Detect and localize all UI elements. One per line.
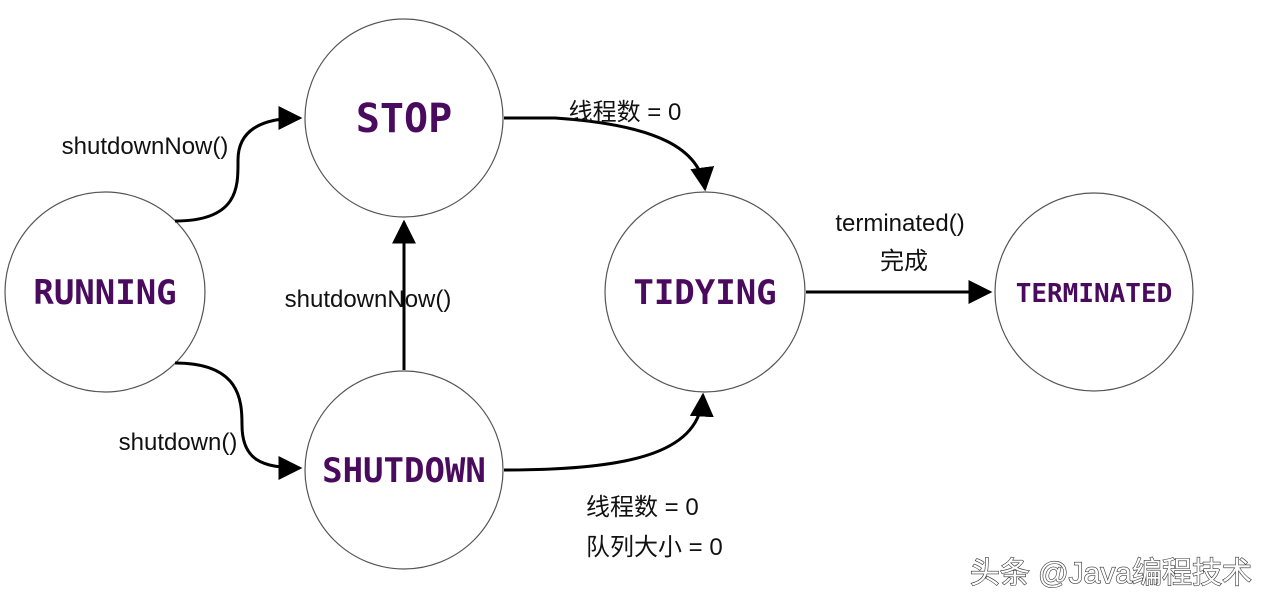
state-terminated-label: TERMINATED — [1016, 279, 1173, 309]
state-stop: STOP — [304, 18, 504, 218]
state-shutdown: SHUTDOWN — [304, 370, 504, 570]
state-tidying: TIDYING — [604, 191, 806, 393]
edge-running-to-stop — [174, 106, 303, 223]
state-shutdown-label: SHUTDOWN — [322, 451, 486, 491]
label-shutdown-to-tidying-line1: 线程数 = 0 — [586, 494, 699, 521]
edge-shutdown-to-tidying — [503, 392, 714, 472]
label-stop-to-tidying: 线程数 = 0 — [569, 99, 682, 126]
state-tidying-label: TIDYING — [633, 273, 776, 313]
label-shutdown-to-stop: shutdownNow() — [285, 286, 452, 313]
label-running-to-stop: shutdownNow() — [62, 133, 229, 160]
label-tidying-to-terminated-line2: 完成 — [880, 248, 928, 275]
state-terminated: TERMINATED — [994, 192, 1194, 392]
label-running-to-shutdown: shutdown() — [119, 429, 238, 456]
label-tidying-to-terminated-line1: terminated() — [835, 210, 964, 237]
label-shutdown-to-tidying-line2: 队列大小 = 0 — [586, 534, 723, 561]
edge-stop-to-tidying — [504, 116, 715, 192]
state-stop-label: STOP — [356, 96, 452, 142]
watermark-text: 头条 @Java编程技术 — [970, 557, 1252, 590]
edge-running-to-shutdown — [174, 361, 303, 480]
state-running-label: RUNNING — [33, 273, 176, 313]
state-running: RUNNING — [4, 191, 206, 393]
